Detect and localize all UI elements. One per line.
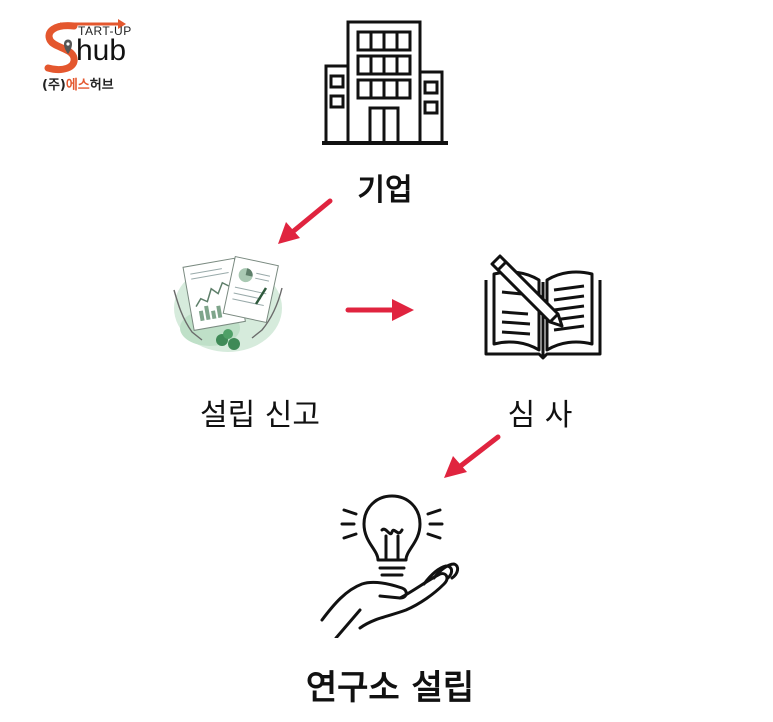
node-label-report: 설립 신고 xyxy=(200,398,320,433)
logo-startup-text: TART-UP xyxy=(78,24,132,38)
building-icon xyxy=(322,20,448,145)
map-pin-icon xyxy=(64,39,72,54)
logo-hub-text: hub xyxy=(76,34,127,67)
arrow-company-to-report xyxy=(278,198,333,244)
logo-sub-accent: 에스 xyxy=(65,78,90,93)
node-label-review: 심 사 xyxy=(507,398,573,433)
lightbulb-hand-icon xyxy=(320,494,460,638)
logo-sub-suffix: 허브 xyxy=(89,78,114,93)
node-label-lab: 연구소 설립 xyxy=(305,668,475,708)
logo-company-name: (주)에스허브 xyxy=(42,74,114,93)
company-logo: TART-UP hub (주)에스허브 xyxy=(40,18,150,93)
logo-mark xyxy=(44,19,126,74)
documents-hands-illustration xyxy=(173,255,283,352)
node-label-company: 기업 xyxy=(357,173,413,208)
arrow-review-to-lab xyxy=(444,434,501,478)
logo-sub-prefix: (주) xyxy=(42,78,66,93)
arrow-report-to-review xyxy=(345,299,414,321)
book-pencil-icon xyxy=(484,254,602,360)
